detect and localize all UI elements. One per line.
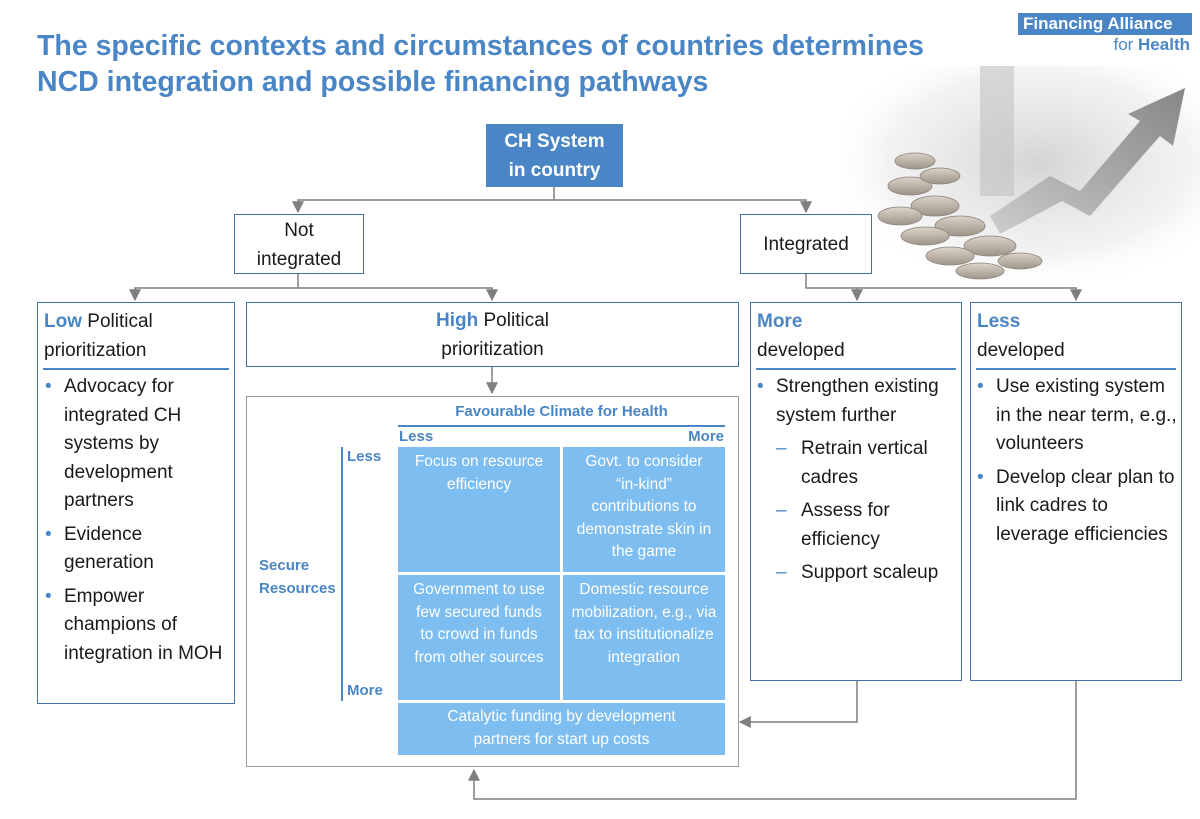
x-axis-more: More (688, 428, 724, 445)
high-political-box: High Political prioritization (246, 302, 739, 367)
x-axis-rule (398, 425, 725, 427)
less-heading-rule (976, 368, 1176, 370)
low-political-heading: Low Political prioritization (38, 303, 234, 365)
low-heading-rule (43, 368, 229, 370)
less-highlight: Less (977, 311, 1021, 332)
logo-line-1: Financing Alliance (1018, 13, 1192, 35)
high-line-2: prioritization (441, 339, 544, 360)
matrix-cell-bottom-right: Domestic resource mobilization, e.g., vi… (563, 575, 725, 700)
more-line-2: developed (757, 340, 845, 361)
less-line-2: developed (977, 340, 1065, 361)
more-sub-bullet-2: Assess for efficiency (757, 497, 957, 554)
less-bullet-1: Use existing system in the near term, e.… (977, 373, 1177, 459)
catalytic-funding-cell: Catalytic funding by development partner… (398, 703, 725, 755)
more-highlight: More (757, 311, 803, 332)
more-bullet-1: Strengthen existing system further (757, 373, 957, 430)
less-developed-heading: Less developed (971, 303, 1181, 365)
financing-alliance-logo: Financing Alliance for Health (1018, 13, 1192, 55)
low-bullet-3: Empower champions of integration in MOH (45, 583, 227, 669)
low-rest: Political (82, 311, 153, 332)
integrated-label: Integrated (763, 234, 849, 255)
y-axis-title-line-2: Resources (259, 580, 336, 597)
y-axis-more: More (347, 682, 383, 699)
not-integrated-line-1: Not (284, 220, 314, 241)
more-developed-bullets: Strengthen existing system further Retra… (757, 373, 957, 593)
more-heading-rule (756, 368, 956, 370)
y-axis-less: Less (347, 448, 382, 465)
low-highlight: Low (44, 311, 82, 332)
high-highlight: High (436, 310, 479, 331)
logo-health: Health (1138, 35, 1190, 54)
more-developed-heading: More developed (751, 303, 961, 365)
more-sub-bullet-3: Support scaleup (757, 559, 957, 588)
matrix-cell-bottom-left: Government to use few secured funds to c… (398, 575, 560, 700)
ch-system-line-2: in country (508, 160, 601, 181)
less-developed-bullets: Use existing system in the near term, e.… (977, 373, 1177, 554)
less-bullet-2: Develop clear plan to link cadres to lev… (977, 464, 1177, 550)
title-line-1: The specific contexts and circumstances … (37, 30, 924, 62)
not-integrated-line-2: integrated (256, 249, 342, 270)
more-sub-bullet-1: Retrain vertical cadres (757, 435, 957, 492)
low-line-2: prioritization (44, 340, 147, 361)
y-axis-title: Secure Resources (259, 554, 336, 600)
low-bullet-2: Evidence generation (45, 521, 227, 578)
high-rest: Political (478, 310, 549, 331)
ch-system-node: CH System in country (486, 124, 623, 187)
x-axis-title: Favourable Climate for Health (455, 403, 668, 420)
y-axis-title-line-1: Secure (259, 557, 310, 574)
ch-system-line-1: CH System (504, 131, 605, 152)
not-integrated-node: Not integrated (234, 214, 364, 274)
title-line-2: NCD integration and possible financing p… (37, 66, 709, 99)
slide-title: The specific contexts and circumstances … (37, 28, 997, 101)
matrix-cell-top-left: Focus on resource efficiency (398, 447, 560, 572)
matrix-cell-top-right: Govt. to consider “in-kind” contribution… (563, 447, 725, 572)
coins-growth-arrow-illustration (840, 66, 1200, 281)
low-bullet-1: Advocacy for integrated CH systems by de… (45, 373, 227, 516)
x-axis-less: Less (399, 428, 434, 445)
logo-for: for (1113, 35, 1139, 54)
y-axis-rule (341, 447, 343, 701)
integrated-node: Integrated (740, 214, 872, 274)
logo-line-2: for Health (1018, 35, 1192, 55)
low-political-bullets: Advocacy for integrated CH systems by de… (45, 373, 227, 673)
